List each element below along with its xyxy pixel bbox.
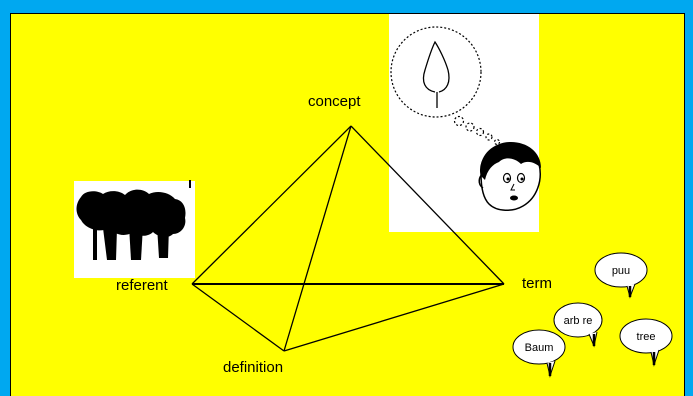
speech-bubble-puu: puu <box>594 252 648 299</box>
edge-referent-definition <box>191 283 285 352</box>
speech-bubble-tree: tree <box>619 318 673 367</box>
semiotic-tetrahedron-diagram: puu arb re tree Baum <box>74 14 673 378</box>
tree-sketch-icon <box>422 40 450 108</box>
bubble-text-arbre: arb re <box>564 315 593 327</box>
edge-concept-definition <box>283 125 352 352</box>
edge-concept-referent <box>191 125 352 285</box>
node-label-definition: definition <box>223 359 284 376</box>
node-label-referent: referent <box>116 277 168 294</box>
thought-bubble-icon <box>390 26 501 146</box>
speech-bubble-arbre: arb re <box>553 302 603 348</box>
node-label-concept: concept <box>308 93 361 110</box>
bubble-text-tree: tree <box>637 331 656 343</box>
tetrahedron-edges <box>191 125 505 352</box>
boy-face-icon <box>478 142 541 211</box>
edge-concept-term <box>350 125 505 285</box>
bubble-text-puu: puu <box>612 265 630 277</box>
edge-definition-term <box>283 283 505 352</box>
node-label-term: term <box>522 275 552 292</box>
speech-bubble-baum: Baum <box>512 329 566 378</box>
bubble-text-baum: Baum <box>525 342 554 354</box>
trees-icon <box>76 180 191 260</box>
diagram-panel: puu arb re tree Baum concept ref <box>10 13 685 396</box>
